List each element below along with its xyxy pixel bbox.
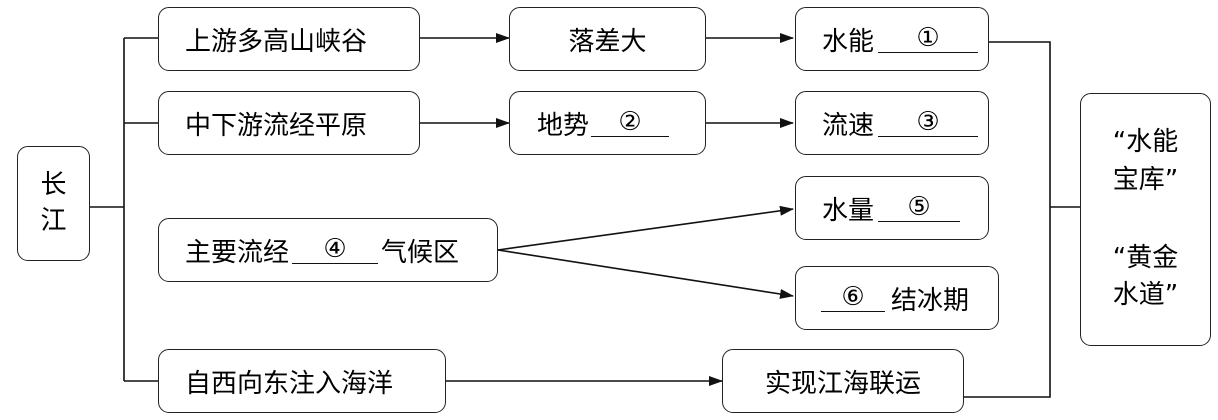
terrain-blank: ② [591,108,670,138]
arrow-climate-ice [497,249,794,299]
direction-label: 自西向东注入海洋 [185,368,394,399]
climate-suffix: 气候区 [381,237,460,268]
speed-prefix: 流速 [822,110,875,141]
terrain-prefix: 地势 [537,110,590,141]
midstream-box: 中下游流经平原 [158,91,420,155]
volume-prefix: 水量 [822,195,875,226]
right-bracket [964,41,1080,398]
speed-box: 流速 ③ [795,91,989,155]
root-char-1: 长 [40,170,67,201]
drop-box: 落差大 [509,7,706,71]
shipping-box: 实现江海联运 [722,349,964,413]
hydro-box: 水能 ① [795,7,989,71]
root-changjiang-box: 长 江 [17,146,90,261]
result-line-4: 水道” [1112,280,1179,311]
ice-blank: ⑥ [821,283,885,313]
ice-suffix: 结冰期 [891,285,970,316]
result-line-1: “水能 [1112,127,1179,158]
terrain-box: 地势 ② [509,91,706,155]
ice-box: ⑥ 结冰期 [795,266,999,330]
result-box: “水能 宝库” “黄金 水道” [1080,93,1211,346]
upstream-label: 上游多高山峡谷 [185,26,368,57]
climate-box: 主要流经 ④ 气候区 [158,218,498,282]
hydro-prefix: 水能 [822,26,875,57]
root-char-2: 江 [40,205,67,236]
shipping-label: 实现江海联运 [764,368,921,399]
speed-blank: ③ [878,108,979,138]
result-line-3: “黄金 [1112,242,1179,273]
left-bracket [90,37,158,382]
midstream-label: 中下游流经平原 [185,110,368,141]
volume-box: 水量 ⑤ [795,176,989,240]
climate-prefix: 主要流经 [185,237,290,268]
climate-blank: ④ [292,235,379,265]
arrow-climate-volume [497,205,794,251]
direction-box: 自西向东注入海洋 [158,349,446,413]
volume-blank: ⑤ [878,193,961,223]
upstream-box: 上游多高山峡谷 [158,7,420,71]
drop-label: 落差大 [568,26,647,57]
hydro-blank: ① [878,24,979,54]
result-line-2: 宝库” [1112,164,1179,195]
